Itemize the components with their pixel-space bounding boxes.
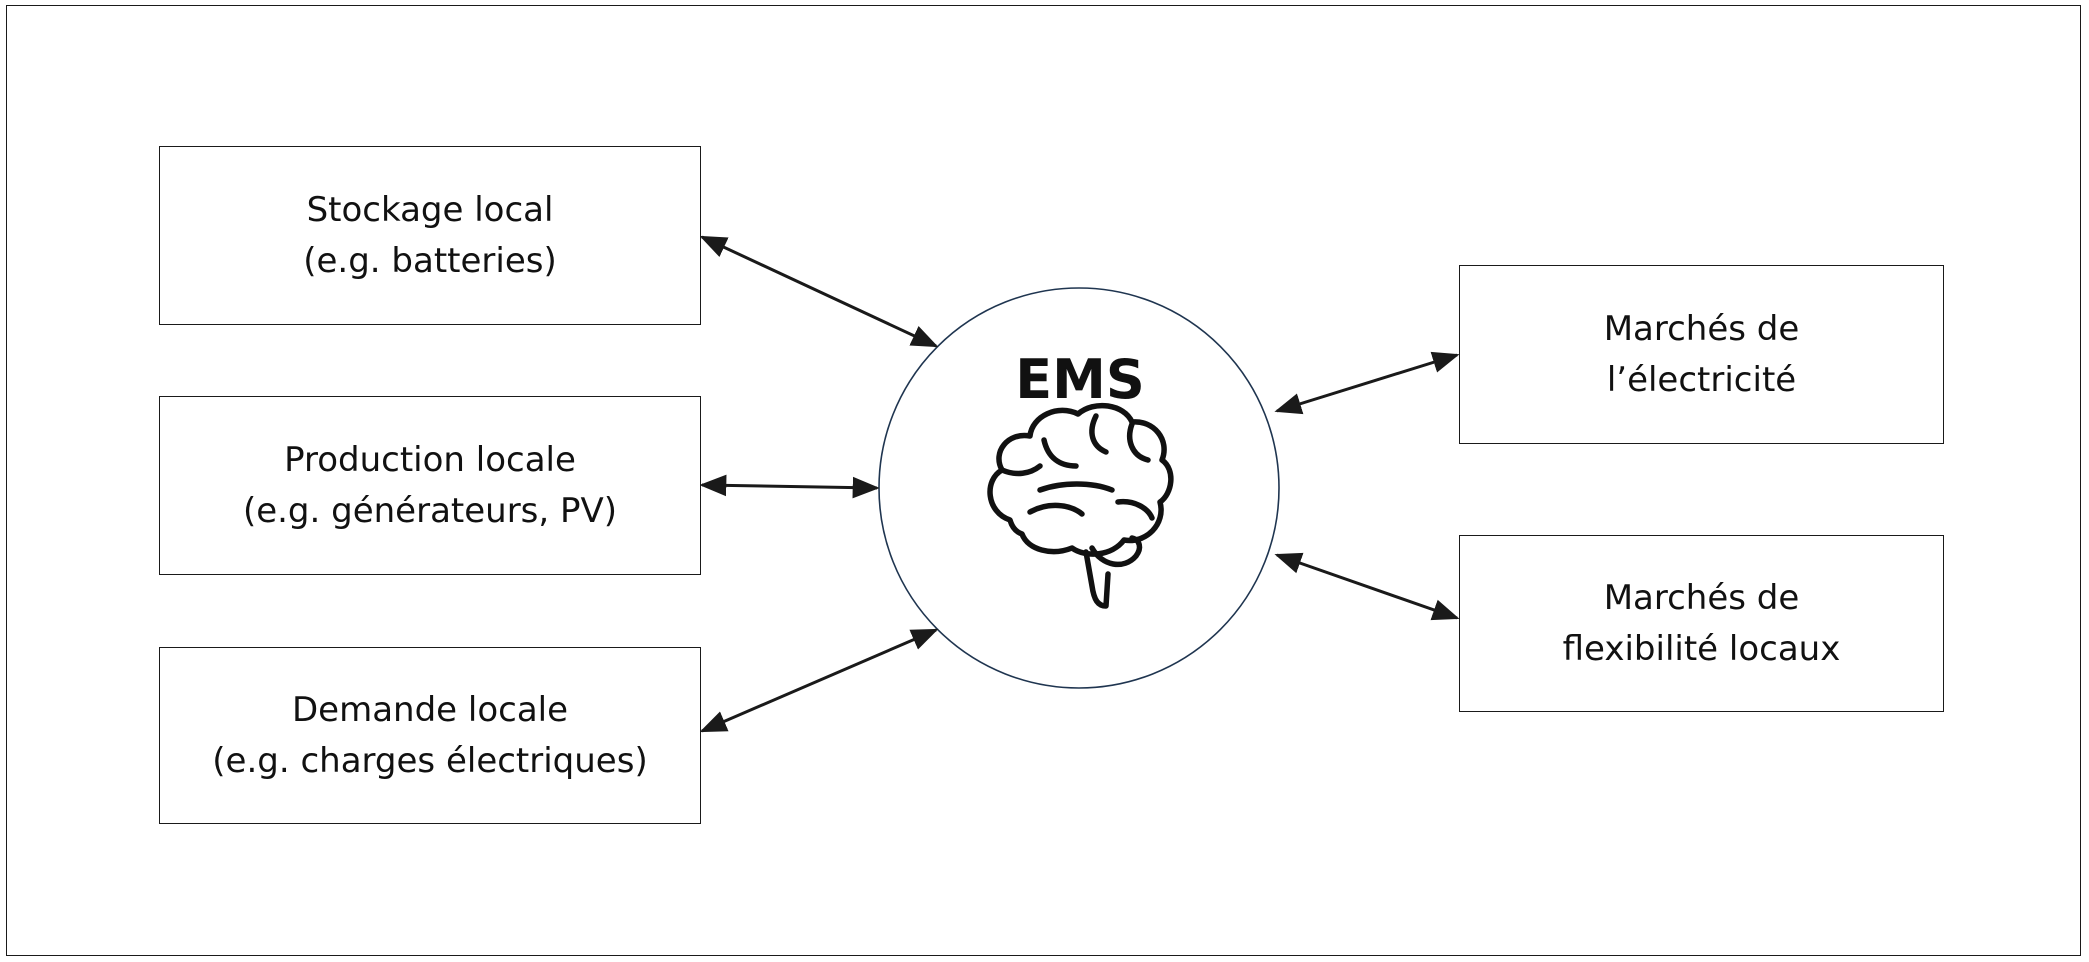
outer-frame	[6, 5, 2081, 956]
box-production-line1: Production locale	[284, 439, 576, 480]
arrow-ems-flexibilite	[1274, 552, 1460, 621]
box-stockage-line2: (e.g. batteries)	[303, 240, 557, 281]
arrow-demande-ems	[699, 628, 939, 733]
box-marches-electricite: Marchés de l’électricité	[1459, 265, 1944, 444]
box-stockage-local: Stockage local (e.g. batteries)	[159, 146, 701, 325]
box-demande-locale: Demande locale (e.g. charges électriques…	[159, 647, 701, 824]
box-electricite-line1: Marchés de	[1603, 308, 1800, 349]
box-electricite-line2: l’électricité	[1606, 359, 1797, 400]
box-demande-line1: Demande locale	[291, 689, 569, 730]
arrow-production-ems	[699, 474, 880, 499]
ems-title: EMS	[1015, 348, 1145, 411]
box-demande-line2: (e.g. charges électriques)	[212, 740, 648, 781]
box-production-locale: Production locale (e.g. générateurs, PV)	[159, 396, 701, 575]
box-production-line2: (e.g. générateurs, PV)	[242, 490, 618, 531]
brain-icon	[987, 402, 1174, 609]
box-flexibilite-line1: Marchés de	[1603, 577, 1800, 618]
box-marches-flexibilite: Marchés de flexibilité locaux	[1459, 535, 1944, 712]
arrow-stockage-ems	[699, 235, 939, 348]
arrow-ems-electricite	[1274, 351, 1460, 415]
box-flexibilite-line2: flexibilité locaux	[1562, 628, 1841, 669]
box-stockage-line1: Stockage local	[306, 189, 554, 230]
